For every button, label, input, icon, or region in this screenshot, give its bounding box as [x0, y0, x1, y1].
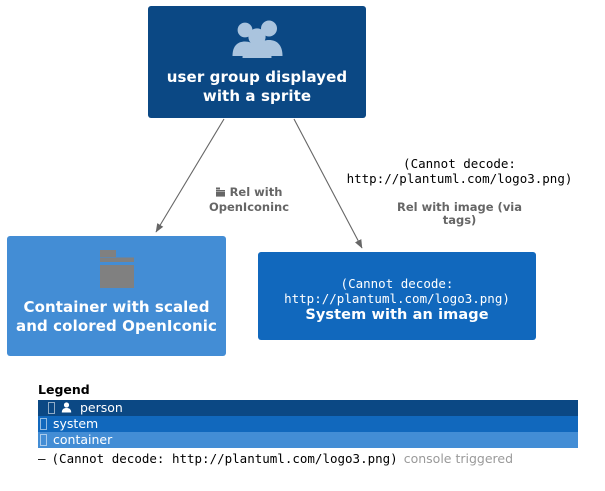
node-person[interactable]: user group displayed with a sprite: [148, 6, 366, 118]
tofu-box-icon: [48, 402, 55, 414]
legend-footer-note: console triggered: [403, 451, 514, 466]
node-person-title: user group displayed with a sprite: [166, 68, 348, 105]
legend: Legend person system container –: [38, 382, 578, 466]
openiconic-folder-sprite: [94, 248, 140, 294]
node-system-decode-error: (Cannot decode: http://plantuml.com/logo…: [284, 275, 510, 306]
legend-row-person: person: [38, 400, 578, 416]
legend-footer-dash: –: [38, 451, 46, 466]
node-system-title: System with an image: [305, 306, 489, 323]
edge-label-openiconic-text: Rel with OpenIconinc: [208, 185, 290, 214]
openiconic-folder-icon: [215, 172, 227, 200]
legend-row-container: container: [38, 432, 578, 448]
tofu-box-icon: [40, 434, 47, 446]
tofu-box-icon: [40, 418, 47, 430]
node-container-title: Container with scaled and colored OpenIc…: [16, 298, 217, 335]
node-container[interactable]: Container with scaled and colored OpenIc…: [7, 236, 226, 356]
legend-label-system: system: [53, 416, 99, 431]
edge-label-openiconic: Rel with OpenIconinc: [190, 158, 308, 214]
person-icon: [61, 401, 72, 416]
legend-footer: – (Cannot decode: http://plantuml.com/lo…: [38, 451, 578, 466]
legend-row-system: system: [38, 416, 578, 432]
user-group-sprite: [228, 20, 286, 62]
node-system[interactable]: (Cannot decode: http://plantuml.com/logo…: [258, 252, 536, 340]
edge-label-image-decode-error: (Cannot decode: http://plantuml.com/logo…: [346, 156, 573, 186]
legend-footer-decode-error: (Cannot decode: http://plantuml.com/logo…: [51, 451, 398, 466]
legend-label-container: container: [53, 432, 113, 447]
edge-label-image: (Cannot decode: http://plantuml.com/logo…: [318, 142, 601, 241]
legend-title: Legend: [38, 382, 90, 397]
edge-label-image-text: Rel with image (via tags): [396, 200, 523, 227]
legend-label-person: person: [80, 400, 123, 415]
